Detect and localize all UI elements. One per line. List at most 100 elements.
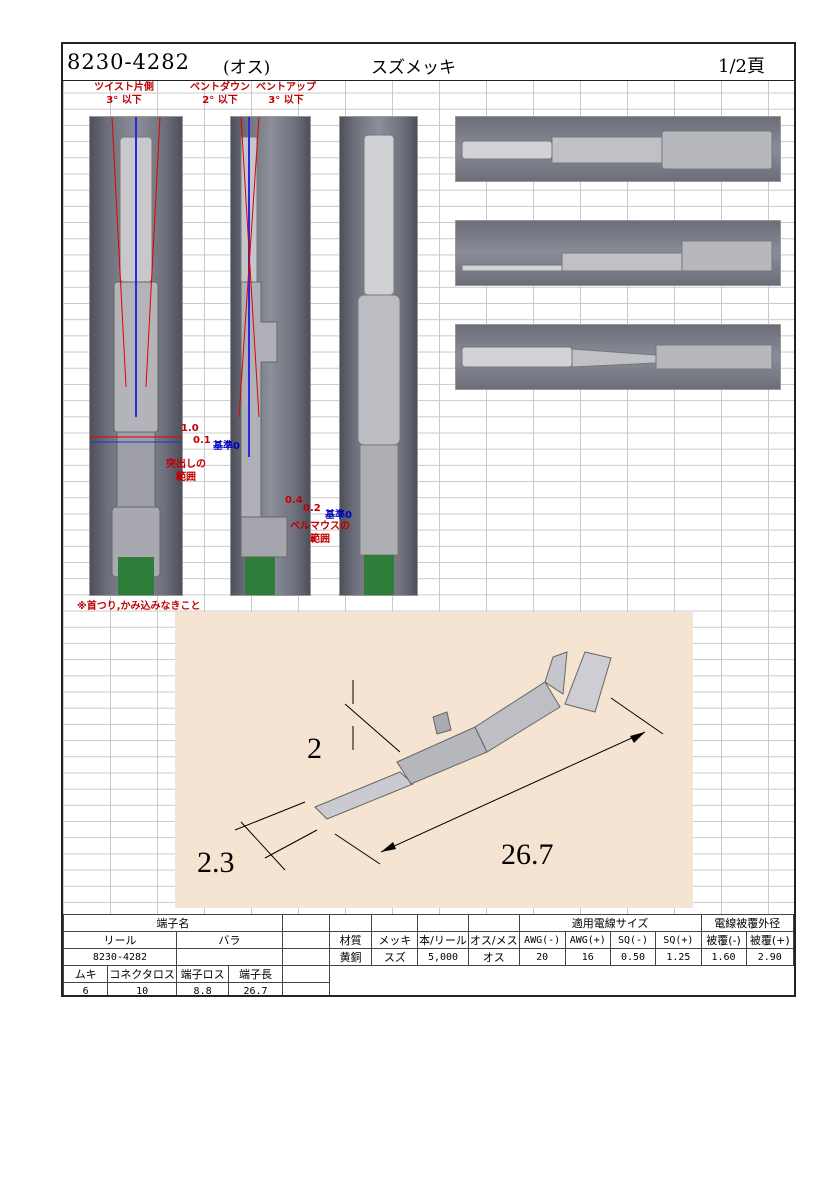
awg-max-header: AWG(+) <box>564 931 611 949</box>
sq-min-value: 0.50 <box>609 948 657 966</box>
photo-horizontal-bottom <box>455 324 781 390</box>
terminal-drawing <box>314 651 612 820</box>
dim-length <box>334 697 664 865</box>
bend-up-line <box>238 116 260 418</box>
blank-cell <box>281 948 330 966</box>
dimension-diagram-drawing: 2 2.3 26.7 <box>197 651 664 879</box>
dim-height-text: 2 <box>307 732 322 765</box>
awg-max-value: 16 <box>564 948 611 966</box>
blank-cell <box>371 914 419 932</box>
part-number: 8230-4282 <box>67 50 190 74</box>
twist-line-left <box>111 116 127 388</box>
dim-length-ext-right <box>610 697 664 735</box>
blank-cell <box>328 914 373 932</box>
note-label: ※首つり,かみ込みなきこと <box>77 601 201 612</box>
bend-down-limit: 2° 以下 <box>202 95 238 106</box>
ins-max-value: 2.90 <box>745 948 794 966</box>
photo-side-view-drawing <box>238 116 288 597</box>
terminal-lance <box>432 711 452 735</box>
bellmouth-upper-label: 0.4 <box>285 495 303 506</box>
twist-line-right <box>145 116 161 388</box>
ins-max-header: 被覆(+) <box>745 931 794 949</box>
dim-width <box>234 801 318 871</box>
plating-value: スズ <box>371 948 419 966</box>
blank-cell <box>281 914 330 932</box>
awg-min-header: AWG(-) <box>518 931 566 949</box>
insulation-header: 電線被覆外径 <box>700 914 794 932</box>
photo-top-view <box>89 116 183 597</box>
bend-down-title: ベントダウン <box>190 82 250 93</box>
pin-barrel <box>116 431 156 508</box>
twist-annotation: ツイスト片側 3° 以下 <box>89 81 159 107</box>
terminal-length-value: 26.7 <box>228 982 283 995</box>
awg-min-value: 20 <box>518 948 566 966</box>
sq-min-header: SQ(-) <box>609 931 657 949</box>
material-header: 材質 <box>328 931 373 949</box>
spec-row-2: リール バラ 材質 メッキ 本/リール オス/メス AWG(-) AWG(+) … <box>63 931 794 949</box>
per-reel-header: 本/リール <box>417 931 469 949</box>
front-wire <box>364 555 394 595</box>
side-wire <box>245 557 275 597</box>
wire-green <box>118 557 154 597</box>
spec-sheet: 8230-4282 (オス) スズメッキ 1/2頁 ツイスト片側 3° 以下 ベ… <box>61 42 796 997</box>
front-pin-barrel <box>359 444 399 556</box>
dim-width-arrow-line <box>240 821 286 871</box>
blank-cell <box>417 914 469 932</box>
spec-table: 端子名 適用電線サイズ 電線被覆外径 リール バラ 材質 メッキ 本/リール オ… <box>63 914 794 995</box>
bend-down-annotation: ベントダウン 2° 以下 <box>185 81 255 107</box>
ins-min-value: 1.60 <box>700 948 747 966</box>
dimension-diagram: 2 2.3 26.7 <box>175 612 693 908</box>
spec-row-3: 8230-4282 黄銅 スズ 5,000 オス 20 16 0.50 1.25… <box>63 948 794 966</box>
wire-size-header: 適用電線サイズ <box>518 914 702 932</box>
terminal-crimp-wing <box>544 651 568 695</box>
page-number: 1/2頁 <box>718 56 765 77</box>
horiz-bottom-crimp <box>655 344 773 370</box>
bellmouth-range-label: ベルマウスの 範囲 <box>290 521 350 545</box>
datum-label-1: 基準0 <box>213 441 240 452</box>
blank-cell <box>281 982 330 995</box>
dim-length-arrow-right <box>630 732 645 743</box>
connector-loss-header: コネクタロス <box>107 965 177 983</box>
photo-side-view <box>230 116 311 597</box>
terminal-crimp <box>474 681 561 753</box>
photo-horizontal-top-drawing <box>461 130 773 170</box>
gender-label: (オス) <box>223 58 271 78</box>
photo-front-view <box>339 116 418 596</box>
terminal-name-header: 端子名 <box>63 914 283 932</box>
datum-label-2: 基準0 <box>325 510 352 521</box>
photo-front-view-drawing <box>357 134 401 595</box>
dim-height <box>344 680 401 753</box>
bend-up-limit: 3° 以下 <box>268 95 304 106</box>
blank-area <box>329 966 793 983</box>
terminal-body <box>396 726 488 785</box>
strip-header: ムキ <box>63 965 109 983</box>
blank-cell <box>281 965 330 983</box>
reel-value: 8230-4282 <box>63 948 177 966</box>
horiz-top-crimp <box>661 130 773 170</box>
title-row: 8230-4282 (オス) スズメッキ 1/2頁 <box>63 44 794 81</box>
terminal-loss-header: 端子ロス <box>175 965 230 983</box>
horiz-bottom-tip <box>461 346 573 368</box>
dim-length-ext-left <box>334 833 381 865</box>
blank-cell <box>467 914 520 932</box>
protrusion-upper-label: 1.0 <box>181 423 199 434</box>
dim-height-ext-line <box>344 703 401 753</box>
horiz-side-body <box>561 252 683 272</box>
blank-cell <box>281 931 330 949</box>
ins-min-header: 被覆(-) <box>700 931 747 949</box>
photo-horizontal-bottom-drawing <box>461 344 773 370</box>
front-pin-body <box>357 294 401 446</box>
dim-width-text: 2.3 <box>197 846 235 879</box>
connector-loss-value: 10 <box>107 982 177 995</box>
side-crimp <box>240 516 288 558</box>
gender-value: オス <box>467 948 520 966</box>
protrusion-range-label: 突出しの 範囲 <box>166 459 206 483</box>
terminal-loss-value: 8.8 <box>175 982 230 995</box>
dim-length-arrow-line <box>380 731 646 853</box>
photo-top-view-drawing <box>90 116 182 597</box>
terminal-pin <box>314 771 414 820</box>
dim-width-line-a <box>234 801 306 831</box>
sq-max-value: 1.25 <box>655 948 702 966</box>
bend-down-line <box>240 116 260 418</box>
horiz-top-tip <box>461 140 553 160</box>
